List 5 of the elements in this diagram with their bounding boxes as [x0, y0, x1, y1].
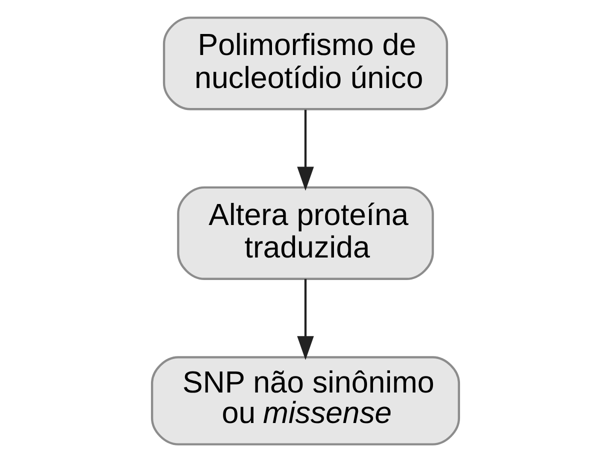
arrow: [297, 109, 314, 190]
node-box: Altera proteína traduzida: [177, 186, 434, 280]
node-box: SNP não sinônimo ou missense: [150, 356, 460, 445]
node-box: Polimorfismo de nucleotídio único: [162, 16, 448, 110]
arrow: [297, 278, 314, 360]
